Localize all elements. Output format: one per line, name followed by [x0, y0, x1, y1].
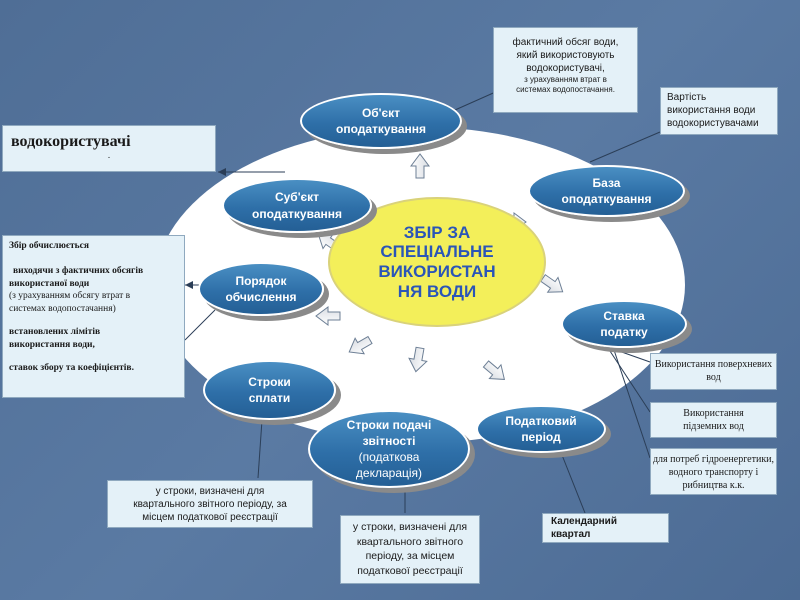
box-line: податкової реєстрації	[357, 565, 463, 578]
box-line: Використання поверхневих	[654, 359, 773, 370]
box-line: місцем податкової реєстрації	[142, 512, 278, 523]
water-users-label: водокористувачі	[11, 133, 131, 150]
arrowhead-to-water-users	[218, 168, 226, 176]
box-line: фактичний обсяг води,	[512, 37, 619, 48]
box-line: у строки, визначені для	[155, 486, 265, 497]
box-line: рибництва к.к.	[682, 480, 745, 491]
box-line: використання води,	[9, 339, 95, 350]
box-line: водокористувачі,	[526, 63, 605, 74]
box-line: системах водопостачання)	[9, 304, 116, 315]
oval-line: Об'єкт	[361, 105, 401, 120]
box-line: Календарний	[551, 516, 617, 527]
connector-line	[613, 349, 651, 459]
box-cost: Вартість використання води водокористува…	[660, 87, 778, 135]
box-line: квартального звітного	[356, 535, 464, 548]
oval-rate[interactable]: Ставка податку	[561, 300, 687, 348]
box-hydro-needs: для потреб гідроенергетики, водного тран…	[650, 448, 777, 495]
box-line: виходячи з фактичних обсягів	[13, 265, 144, 276]
box-water-users: водокористувачі .	[2, 125, 216, 172]
oval-line: (податкова	[358, 450, 420, 464]
box-line: підземних вод	[683, 421, 744, 432]
oval-line: сплати	[248, 391, 291, 405]
box-line: Вартість	[667, 92, 707, 103]
arrow-to-object	[410, 153, 430, 179]
box-line: який використовують	[516, 50, 615, 61]
arrow-to-payment-terms	[348, 335, 373, 355]
box-line: квартального звітного періоду, за	[133, 499, 287, 510]
box-line: водокористувачами	[667, 118, 759, 129]
connector-line	[589, 131, 661, 163]
box-line: у строки, визначені для	[352, 521, 468, 533]
oval-line: період	[521, 430, 561, 444]
box-line: з урахуванням втрат в	[524, 75, 607, 84]
box-line: встановлених лімітів	[9, 327, 101, 338]
arrowhead-to-collection	[185, 281, 193, 289]
oval-line: оподаткування	[561, 192, 652, 206]
connector-line	[559, 449, 586, 514]
collection-title: Збір обчислюється	[9, 241, 89, 251]
water-users-dot: .	[107, 150, 111, 160]
center-water-fee: ЗБІР ЗА СПЕЦІАЛЬНЕ ВИКОРИСТАН НЯ ВОДИ	[328, 197, 546, 327]
oval-line: оподаткування	[336, 122, 426, 136]
connector-line	[454, 89, 501, 111]
oval-base[interactable]: База оподаткування	[528, 165, 685, 217]
oval-order[interactable]: Порядок обчислення	[198, 262, 324, 316]
connector-line	[601, 344, 651, 363]
box-actual-volume: фактичний обсяг води, який використовуют…	[493, 27, 638, 113]
box-underground-water: Використання підземних вод	[650, 402, 777, 438]
center-line: НЯ ВОДИ	[397, 281, 477, 301]
connector-line	[607, 347, 651, 413]
box-line: використання води	[667, 105, 756, 116]
oval-line: Ставка	[603, 308, 645, 323]
box-line: вод	[706, 372, 721, 383]
oval-line: Строки	[248, 374, 291, 389]
oval-line: оподаткування	[252, 206, 342, 221]
box-calendar-quarter: Календарний квартал	[542, 513, 669, 543]
connector-line	[257, 419, 263, 479]
box-line: квартал	[551, 528, 591, 540]
oval-line: Суб'єкт	[274, 190, 320, 205]
oval-payment-terms[interactable]: Строки сплати	[203, 360, 336, 420]
oval-line: податку	[600, 325, 648, 339]
box-line: системах водопостачання.	[516, 85, 615, 95]
oval-line: Строки подачі	[346, 417, 432, 432]
box-line: використаної води	[9, 278, 90, 289]
box-collection-method: Збір обчислюється виходячи з фактичних о…	[2, 235, 185, 398]
box-line: водного транспорту і	[668, 467, 759, 478]
box-surface-water: Використання поверхневих вод	[650, 353, 777, 390]
center-line: ЗБІР ЗА	[403, 222, 471, 242]
oval-line: Податковий	[505, 413, 577, 428]
arrow-to-order	[315, 306, 341, 326]
arrow-to-rate	[540, 274, 564, 293]
center-line: СПЕЦІАЛЬНЕ	[380, 242, 494, 262]
oval-line: обчислення	[225, 290, 297, 304]
oval-tax-period[interactable]: Податковий період	[476, 405, 606, 453]
arrow-to-report-terms	[408, 346, 428, 373]
box-line: ставок збору та коефіцієнтів.	[9, 362, 134, 373]
box-line: для потреб гідроенергетики,	[652, 454, 775, 465]
oval-line: Порядок	[235, 273, 287, 288]
oval-line: звітності	[362, 433, 416, 448]
box-line: Використання	[683, 408, 744, 419]
box-payment-deadline: у строки, визначені для квартального зві…	[107, 480, 313, 528]
connector-lines	[184, 89, 661, 514]
arrow-to-tax-period	[482, 360, 506, 380]
oval-line: декларація)	[355, 466, 423, 481]
box-report-deadline: у строки, визначені для квартального зві…	[340, 515, 480, 584]
oval-line: База	[592, 175, 621, 190]
box-line: періоду, за місцем	[365, 550, 455, 563]
box-line: (з урахуванням обсягу втрат в	[9, 291, 131, 302]
center-line: ВИКОРИСТАН	[378, 262, 496, 281]
oval-report-terms[interactable]: Строки подачі звітності (податкова декла…	[308, 410, 470, 488]
oval-object[interactable]: Об'єкт оподаткування	[300, 93, 462, 149]
connector-line	[184, 309, 216, 341]
